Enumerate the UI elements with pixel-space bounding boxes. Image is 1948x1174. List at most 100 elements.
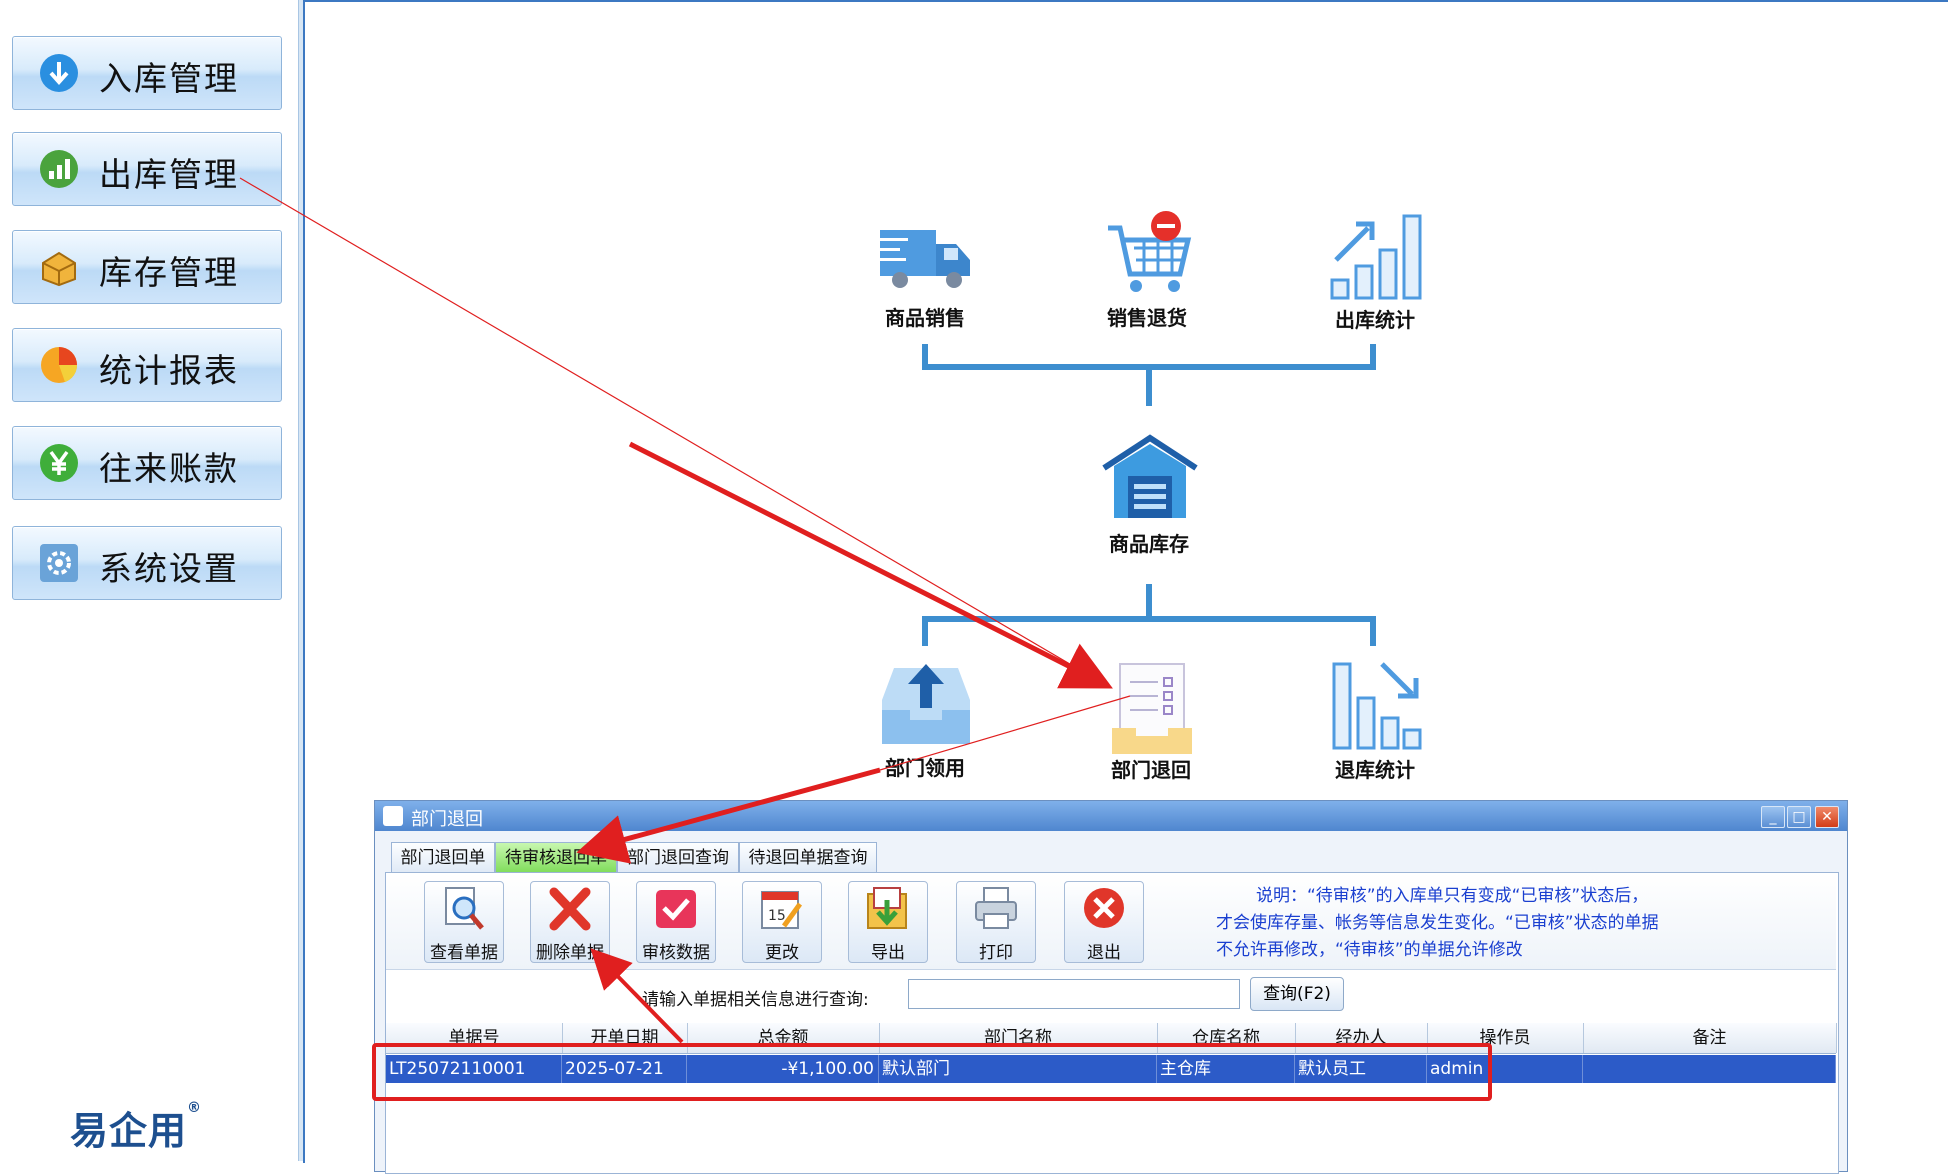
flow-item-sales[interactable]: 商品销售 (860, 210, 990, 340)
sidebar-item-label: 库存管理 (99, 253, 239, 292)
annotation-arrow (590, 948, 684, 1044)
bar-up-icon (1330, 214, 1422, 300)
flow-label: 商品库存 (1109, 532, 1189, 556)
flow-item-inventory[interactable]: 商品库存 (1084, 434, 1214, 564)
sidebar-item-inventory[interactable]: 库存管理 (12, 230, 282, 304)
toolbar-label: 审核数据 (642, 943, 710, 963)
sidebar-item-label: 往来账款 (99, 449, 239, 488)
flow-item-sales-return[interactable]: 销售退货 (1082, 210, 1212, 340)
flow-item-return-stats[interactable]: 退库统计 (1310, 660, 1440, 790)
app-icon (383, 806, 403, 826)
bar-down-icon (1332, 662, 1422, 750)
sidebar-item-label: 统计报表 (99, 351, 239, 390)
note-line: 不允许再修改，“待审核”的单据允许修改 (1216, 940, 1523, 960)
exit-button[interactable]: 退出 (1064, 881, 1144, 963)
toolbar-label: 查看单据 (430, 943, 498, 963)
flow-label: 出库统计 (1335, 308, 1415, 332)
edit-button[interactable]: 15 更改 (742, 881, 822, 963)
export-button[interactable]: 导出 (848, 881, 928, 963)
tab-pending-doc-query[interactable]: 待退回单据查询 (739, 842, 877, 873)
print-button[interactable]: 打印 (956, 881, 1036, 963)
note-line: 才会使库存量、帐务等信息发生变化。“已审核”状态的单据 (1216, 913, 1659, 933)
sidebar-item-settings[interactable]: 系统设置 (12, 526, 282, 600)
connector-line (922, 344, 928, 370)
search-input[interactable] (908, 979, 1240, 1009)
connector-line (1146, 584, 1152, 620)
svg-text:15: 15 (768, 908, 786, 924)
column-header[interactable]: 备注 (1583, 1023, 1837, 1053)
truck-icon (878, 230, 970, 288)
connector-line (1146, 364, 1152, 406)
cell-doc-no: LT25072110001 (386, 1055, 562, 1083)
inbox-up-icon (882, 664, 970, 744)
sidebar-divider (298, 0, 303, 1161)
close-circle-icon (1084, 888, 1124, 928)
brand-logo: 易企用® (70, 1100, 203, 1153)
yen-icon (40, 444, 78, 482)
flow-label: 部门退回 (1111, 758, 1191, 782)
annotation-line (879, 695, 1131, 771)
annotation-arrow (628, 441, 1113, 689)
document-return-icon (1112, 663, 1192, 754)
flow-label: 销售退货 (1107, 306, 1187, 330)
sidebar-item-label: 系统设置 (99, 549, 239, 588)
toolbar: 查看单据 删除单据 审核数据 15 更改 导出 打印 (386, 873, 1836, 970)
flow-item-dept-requisition[interactable]: 部门领用 (860, 660, 990, 790)
query-button[interactable]: 查询(F2) (1250, 977, 1344, 1011)
down-arrow-icon (40, 54, 78, 92)
annotation-line (239, 177, 1105, 685)
sidebar-item-label: 入库管理 (99, 59, 239, 98)
flow-item-outbound-stats[interactable]: 出库统计 (1310, 210, 1440, 340)
check-icon (656, 890, 696, 928)
review-data-button[interactable]: 审核数据 (636, 881, 716, 963)
delete-document-button[interactable]: 删除单据 (530, 881, 610, 963)
connector-line (1370, 344, 1376, 370)
table-row[interactable]: LT25072110001 2025-07-21 -¥1,100.00 默认部门… (386, 1055, 1836, 1083)
cell-operator: admin (1427, 1055, 1583, 1083)
connector-line (922, 616, 1376, 622)
warehouse-icon (1102, 434, 1198, 518)
cell-remark (1583, 1055, 1836, 1083)
sidebar-item-outbound[interactable]: 出库管理 (12, 132, 282, 206)
toolbar-label: 打印 (979, 943, 1013, 963)
tab-dept-return[interactable]: 部门退回单 (391, 842, 495, 873)
cell-warehouse: 主仓库 (1157, 1055, 1295, 1083)
pie-chart-icon (41, 347, 78, 383)
search-label: 请输入单据相关信息进行查询: (642, 990, 869, 1010)
delete-x-icon (549, 887, 591, 931)
tab-content: 查看单据 删除单据 审核数据 15 更改 导出 打印 (385, 872, 1839, 1174)
sidebar-item-label: 出库管理 (99, 155, 239, 194)
bar-chart-icon (40, 150, 78, 188)
export-icon (867, 887, 907, 929)
note-line: 说明：“待审核”的入库单只有变成“已审核”状态后， (1256, 886, 1649, 906)
column-header[interactable]: 操作员 (1427, 1023, 1584, 1053)
flow-item-dept-return[interactable]: 部门退回 (1086, 660, 1216, 790)
flow-label: 部门领用 (885, 756, 965, 780)
cell-handler: 默认员工 (1295, 1055, 1427, 1083)
close-button[interactable]: ✕ (1815, 806, 1839, 828)
sidebar-item-inbound[interactable]: 入库管理 (12, 36, 282, 110)
tab-return-query[interactable]: 部门退回查询 (617, 842, 739, 873)
flow-label: 退库统计 (1335, 758, 1415, 782)
view-document-button[interactable]: 查看单据 (424, 881, 504, 963)
box-icon (42, 251, 76, 287)
toolbar-label: 删除单据 (536, 943, 604, 963)
dialog-title: 部门退回 (411, 809, 483, 830)
minimize-button[interactable]: _ (1761, 806, 1785, 828)
magnifier-doc-icon (445, 887, 484, 930)
maximize-button[interactable]: □ (1787, 806, 1811, 828)
sidebar-item-accounts[interactable]: 往来账款 (12, 426, 282, 500)
sidebar: 入库管理 出库管理 库存管理 统计报表 往来账款 系统设置 易企用® (0, 0, 300, 1161)
cell-amount: -¥1,100.00 (687, 1055, 879, 1083)
annotation-arrow (576, 767, 881, 864)
row-highlight-box (372, 1043, 1492, 1101)
toolbar-label: 导出 (871, 943, 905, 963)
toolbar-label: 更改 (765, 943, 799, 963)
sidebar-item-reports[interactable]: 统计报表 (12, 328, 282, 402)
cart-minus-icon (1108, 211, 1192, 292)
cell-dept: 默认部门 (879, 1055, 1157, 1083)
instruction-note: 说明：“待审核”的入库单只有变成“已审核”状态后， 才会使库存量、帐务等信息发生… (1216, 883, 1716, 964)
printer-icon (975, 887, 1017, 929)
toolbar-label: 退出 (1087, 943, 1121, 963)
